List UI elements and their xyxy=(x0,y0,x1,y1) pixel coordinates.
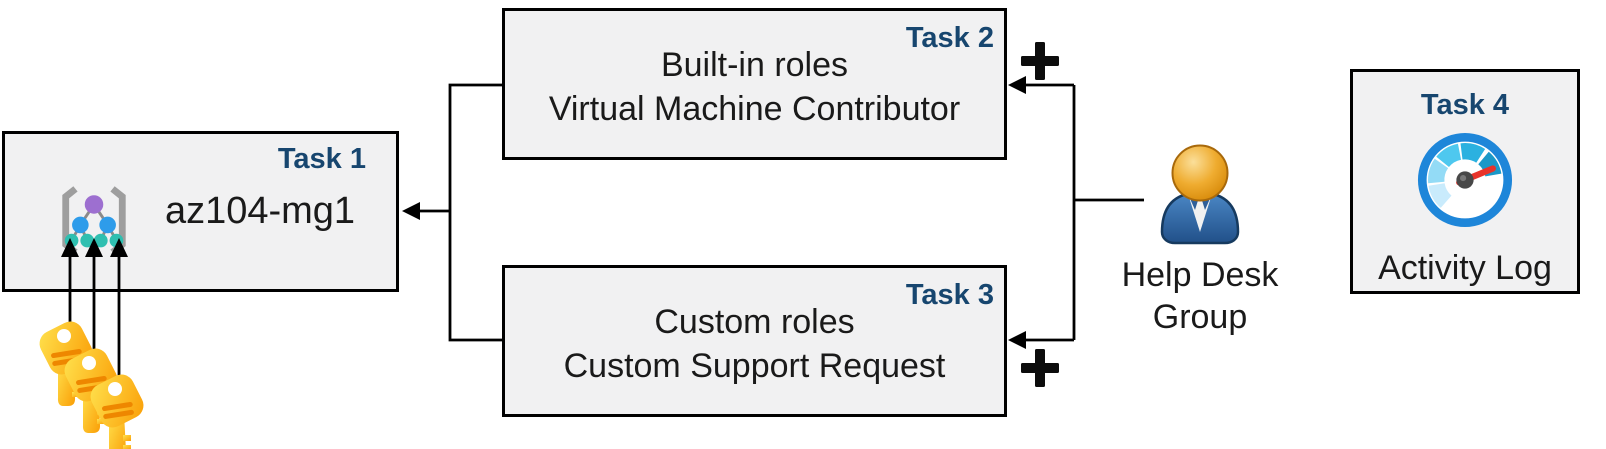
task4-caption: Activity Log xyxy=(1378,249,1552,287)
task2-label: Task 2 xyxy=(905,22,994,54)
task2-box: Task 2 Built-in roles Virtual Machine Co… xyxy=(502,8,1007,160)
plus-icon xyxy=(1021,349,1059,387)
task3-box: Task 3 Custom roles Custom Support Reque… xyxy=(502,265,1007,417)
actor-label-line1: Help Desk xyxy=(1121,256,1279,294)
task3-label: Task 3 xyxy=(905,279,994,311)
task2-line2: Virtual Machine Contributor xyxy=(548,90,961,128)
gauge-icon xyxy=(1417,132,1513,228)
actor-label-line2: Group xyxy=(1152,298,1248,336)
management-group-icon xyxy=(62,186,126,255)
arrowhead-left-icon xyxy=(1008,331,1026,349)
task2-line1: Built-in roles xyxy=(660,46,849,84)
task3-line1: Custom roles xyxy=(654,303,855,341)
task1-title: az104-mg1 xyxy=(164,190,356,232)
task4-label: Task 4 xyxy=(1420,89,1510,121)
task3-line2: Custom Support Request xyxy=(563,347,946,385)
task4-box: Task 4 Activity Log xyxy=(1350,69,1580,294)
key-icon xyxy=(35,317,148,449)
task1-box: Task 1 az104-mg1 xyxy=(2,131,399,292)
arrowhead-left-icon xyxy=(402,202,420,220)
plus-icon xyxy=(1021,42,1059,80)
task1-label: Task 1 xyxy=(277,143,366,175)
help-desk-group: Help Desk Group xyxy=(1105,144,1295,338)
left-bracket-connector xyxy=(448,83,502,342)
user-icon xyxy=(1160,144,1240,245)
